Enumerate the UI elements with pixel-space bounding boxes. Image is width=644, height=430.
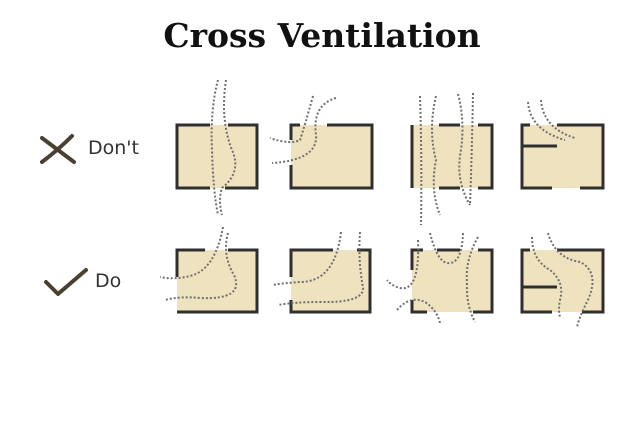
room-dont-4: [520, 99, 605, 190]
airflow: [386, 239, 420, 290]
airflow: [540, 99, 576, 139]
airflow: [431, 95, 441, 216]
airflow: [159, 226, 224, 280]
airflow: [429, 232, 464, 265]
airflow: [527, 101, 566, 141]
room-dont-2: [269, 95, 374, 190]
do-label: Do: [95, 270, 122, 292]
airflow: [465, 236, 479, 323]
airflow: [164, 232, 237, 301]
cross-icon: [40, 134, 76, 164]
room-dont-3: [410, 92, 494, 226]
airflow: [457, 93, 471, 206]
room-do-1: [159, 226, 259, 314]
room-dont-1: [175, 79, 259, 216]
airflow: [271, 231, 342, 286]
airflow: [469, 92, 474, 206]
airflow: [419, 95, 423, 226]
room-do-2: [271, 231, 372, 314]
airflow: [547, 232, 594, 328]
dont-label: Don't: [88, 137, 139, 159]
airflow: [269, 95, 314, 144]
airflow: [271, 97, 337, 164]
checkmark-icon: [44, 268, 88, 296]
airflow: [277, 231, 365, 306]
room-do-4: [520, 232, 605, 328]
airflow: [531, 236, 563, 318]
diagram-title: Cross Ventilation: [163, 16, 481, 55]
room-do-3: [386, 232, 494, 324]
airflow: [219, 79, 237, 216]
